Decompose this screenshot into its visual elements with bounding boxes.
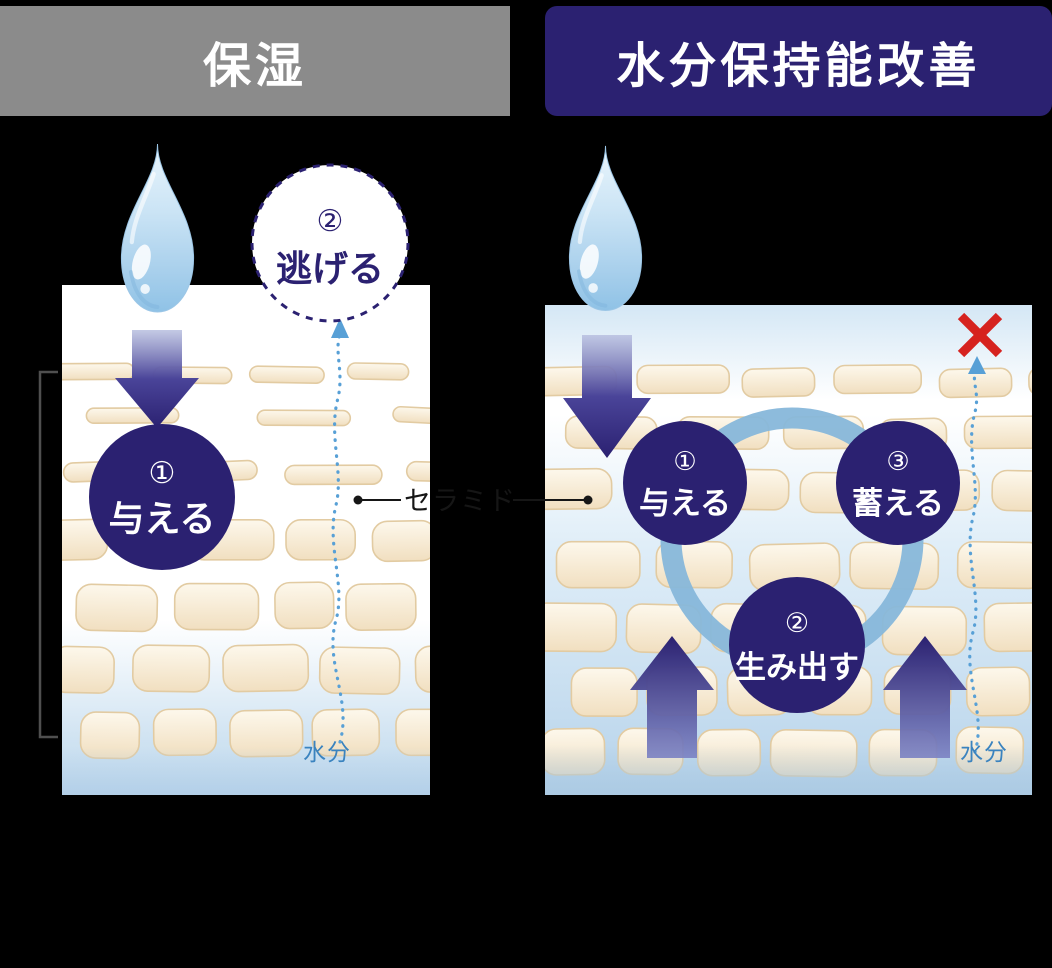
right-header: 水分保持能改善 — [545, 6, 1052, 116]
bottom-moist-fade-right — [545, 745, 1032, 795]
depth-bracket — [38, 370, 58, 739]
left-skin-illustration — [62, 362, 430, 795]
bottom-moist-fade-left — [62, 747, 430, 795]
left-skin-panel — [62, 285, 430, 795]
water-drop-icon-right — [568, 145, 643, 312]
right-skin-illustration — [545, 305, 1032, 795]
left-header: 保湿 — [0, 6, 510, 116]
left-header-label: 保湿 — [202, 40, 307, 93]
escape-step-number: ② — [317, 205, 344, 238]
right-skin-panel — [545, 305, 1032, 795]
escape-step-label: 逃げる — [276, 248, 384, 289]
right-header-label: 水分保持能改善 — [616, 40, 981, 93]
